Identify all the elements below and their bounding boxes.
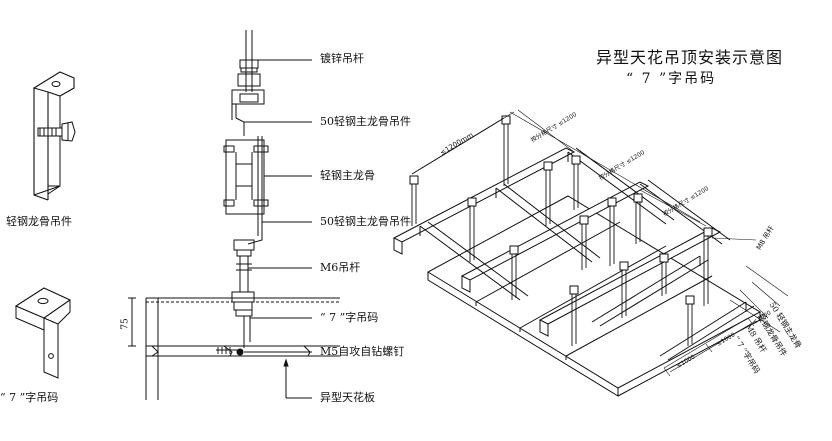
label-m6-rod: M6吊杆 [320,261,361,274]
dimension-75: 75 [120,318,131,330]
label-seven-code: “ 7 ”字吊码 [320,311,379,324]
label-hanger-top: 50轻钢主龙骨吊件 [320,115,411,128]
section-drawing [128,30,340,400]
diagram-title: 异型天花吊顶安装示意图 [596,48,784,67]
label-galvanized-rod: 镀锌吊杆 [320,52,364,65]
keel-hanger-part [32,71,76,201]
isometric-drawing [392,109,789,397]
label-ceiling-panel: 异型天花板 [320,391,375,404]
seven-code-part [14,287,72,379]
keel-hanger-label: 轻钢龙骨吊件 [6,215,72,228]
seven-code-label: “ 7 ”字吊码 [0,391,59,404]
label-m5-screw: M5自攻自钻螺钉 [320,345,405,358]
label-main-keel: 轻钢主龙骨 [320,169,375,182]
diagram-subtitle: “ 7 ”字吊码 [626,71,717,87]
label-hanger-bottom: 50轻钢主龙骨吊件 [320,215,411,228]
